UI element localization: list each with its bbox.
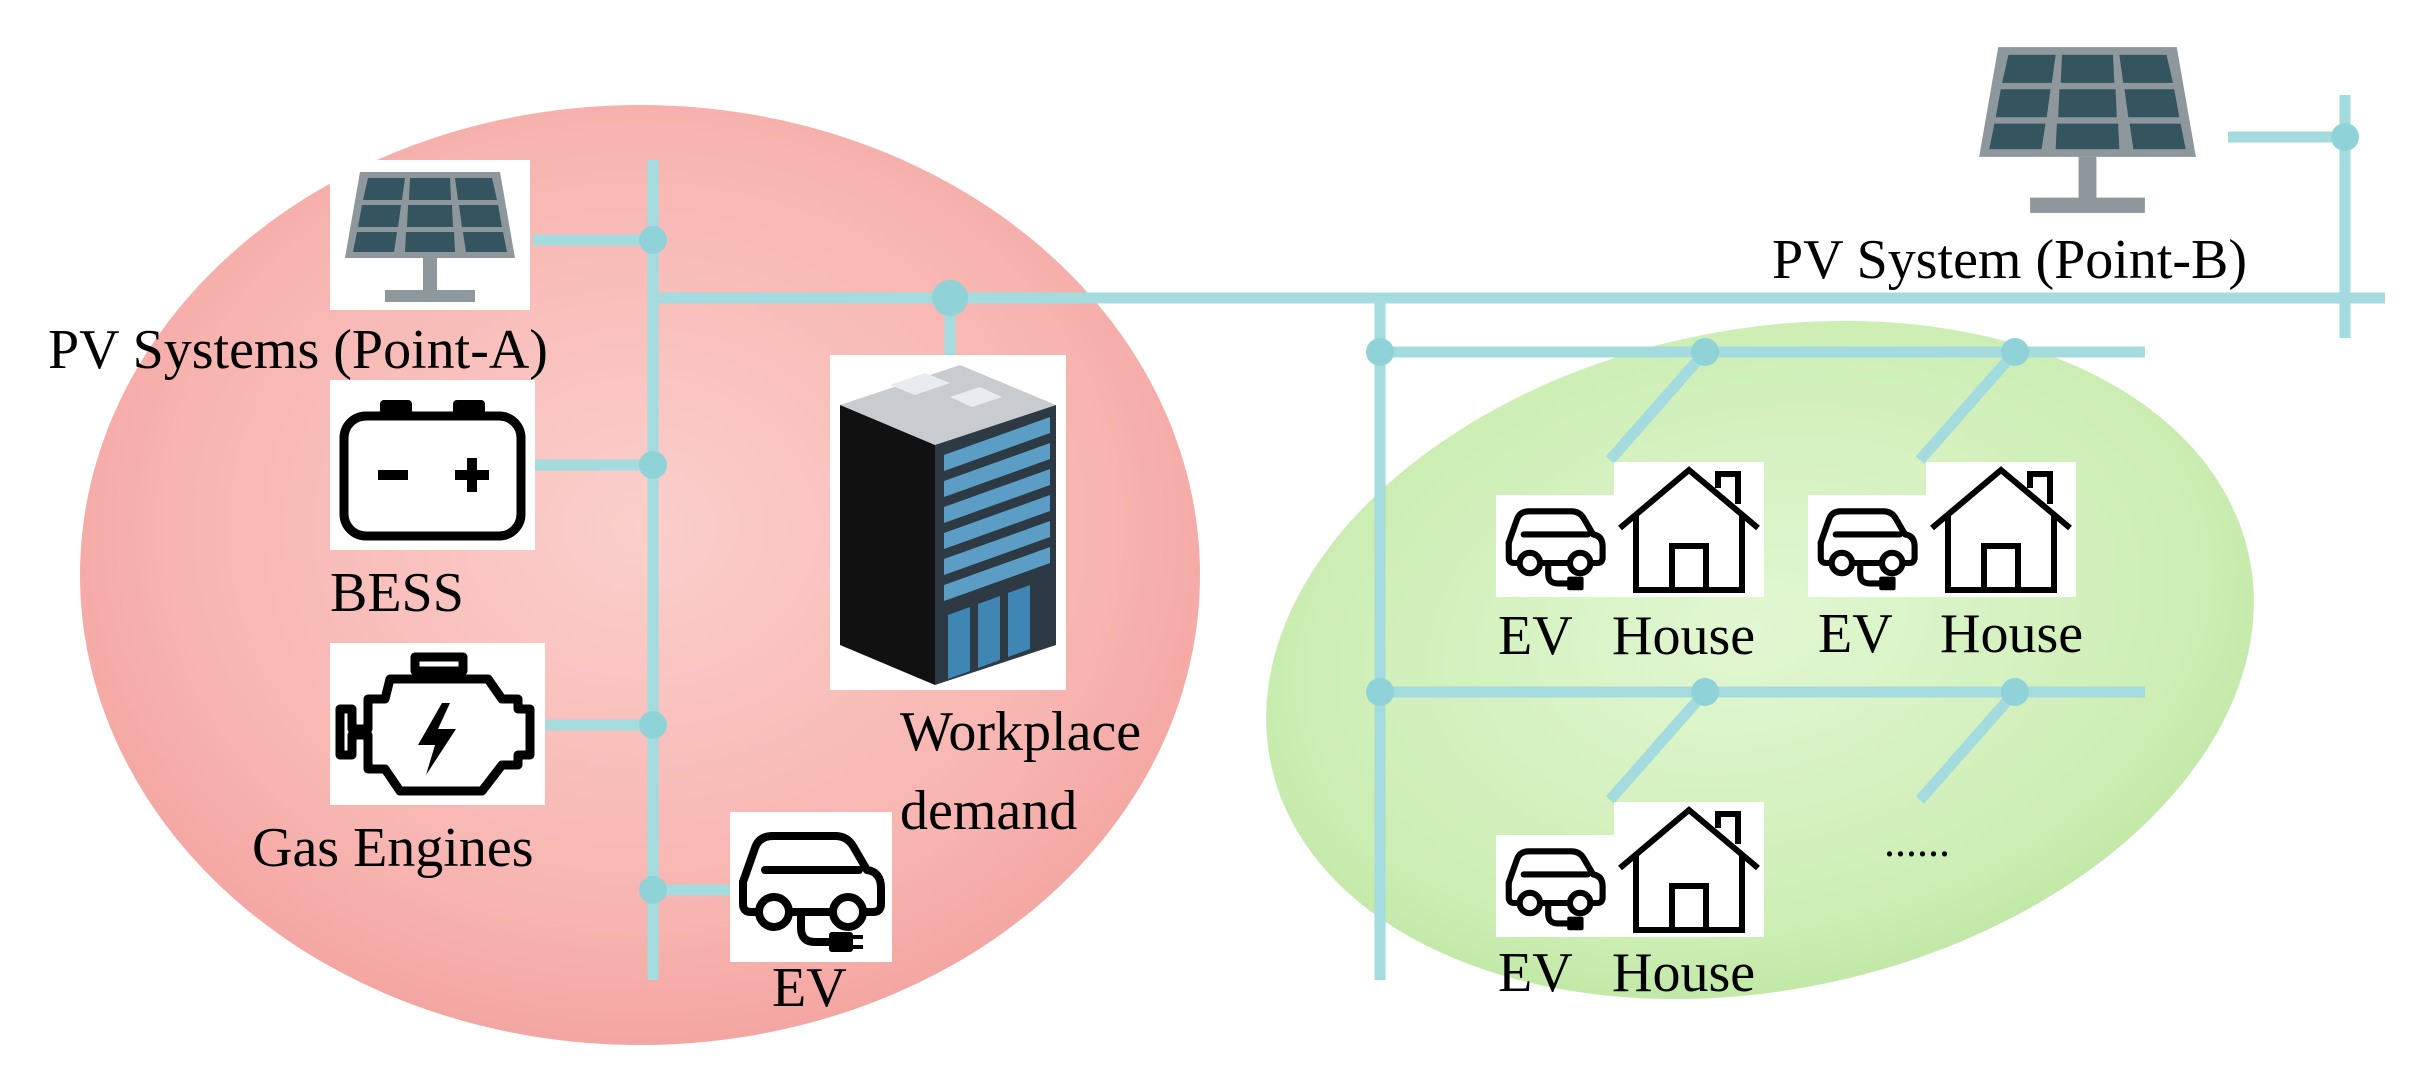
ev-car-icon <box>739 832 885 952</box>
workplace-label-line2: demand <box>900 780 1078 842</box>
bus-nodes <box>639 123 2359 904</box>
office-building-icon <box>840 365 1056 685</box>
bess-battery <box>330 380 535 550</box>
ev-car-icon <box>1817 508 1918 591</box>
bess-label: BESS <box>330 562 464 624</box>
home-ev-1 <box>1496 495 1614 597</box>
workplace-label-line1: Workplace <box>900 701 1142 763</box>
ev-car-icon <box>1505 508 1606 591</box>
home-house-label-1: House <box>1612 605 1756 667</box>
home-house-2 <box>1926 462 2076 597</box>
house-icon <box>1618 466 1760 593</box>
ev-car-icon <box>1505 848 1606 931</box>
home-house-label-2: House <box>1940 603 2084 665</box>
pv-a-label: PV Systems (Point-A) <box>48 319 548 381</box>
battery-icon <box>339 400 526 541</box>
engine-icon <box>335 652 535 796</box>
house-icon <box>1618 806 1760 933</box>
home-house-3 <box>1614 802 1764 937</box>
solar-panel-icon <box>1979 47 2196 213</box>
home-ev-label-3: EV <box>1498 942 1573 1004</box>
home-ev-label-2: EV <box>1818 603 1893 665</box>
workplace-building <box>830 355 1066 690</box>
home-ev-label-1: EV <box>1498 605 1573 667</box>
solar-panel-icon <box>345 172 515 302</box>
workplace-zone <box>80 105 1200 1045</box>
gas-engines-label: Gas Engines <box>252 817 534 879</box>
home-ev-3 <box>1496 835 1614 937</box>
workplace-ev <box>730 812 892 962</box>
more-houses-ellipsis: ...... <box>1884 817 1950 866</box>
home-house-1 <box>1614 462 1764 597</box>
home-house-label-3: House <box>1612 942 1756 1004</box>
pv-a-solar-panel <box>330 160 530 310</box>
pv-b-label: PV System (Point-B) <box>1772 229 2248 291</box>
home-ev-2 <box>1808 495 1926 597</box>
pv-b-solar-panel <box>1960 30 2215 225</box>
gas-engine <box>330 643 545 805</box>
workplace-ev-label: EV <box>772 957 847 1019</box>
house-icon <box>1930 466 2072 593</box>
